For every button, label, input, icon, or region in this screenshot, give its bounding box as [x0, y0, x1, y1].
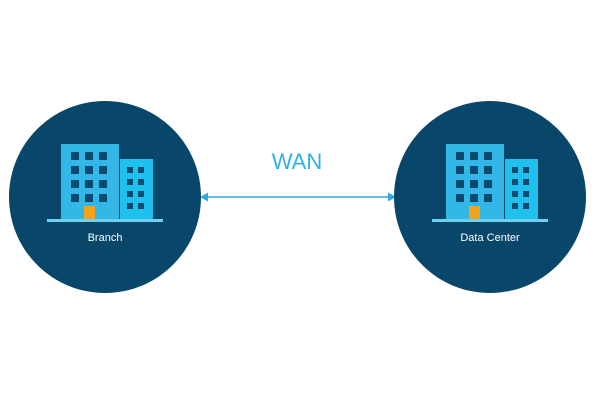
- window-shape: [523, 179, 529, 185]
- window-shape: [484, 194, 492, 202]
- window-shape: [138, 167, 144, 173]
- short-building-shape: [120, 159, 153, 220]
- ground-line: [47, 219, 163, 222]
- window-shape: [71, 166, 79, 174]
- window-shape: [470, 152, 478, 160]
- window-shape: [71, 180, 79, 188]
- window-shape: [512, 167, 518, 173]
- window-shape: [99, 166, 107, 174]
- window-shape: [99, 152, 107, 160]
- window-shape: [470, 180, 478, 188]
- window-shape: [484, 166, 492, 174]
- right-arrowhead-icon: [388, 192, 396, 202]
- window-shape: [523, 191, 529, 197]
- window-shape: [523, 167, 529, 173]
- window-shape: [138, 191, 144, 197]
- window-shape: [99, 194, 107, 202]
- window-shape: [85, 152, 93, 160]
- window-shape: [456, 152, 464, 160]
- window-shape: [127, 179, 133, 185]
- window-shape: [484, 180, 492, 188]
- window-shape: [138, 203, 144, 209]
- door-shape: [84, 206, 95, 220]
- window-shape: [71, 194, 79, 202]
- office-building-icon: [432, 144, 548, 222]
- data-center-site-node: Data Center: [394, 101, 586, 293]
- branch-label: Branch: [88, 232, 123, 244]
- wan-label: WAN: [272, 149, 323, 174]
- window-shape: [456, 166, 464, 174]
- window-shape: [484, 152, 492, 160]
- window-shape: [99, 180, 107, 188]
- branch-site-node: Branch: [9, 101, 201, 293]
- window-shape: [512, 191, 518, 197]
- window-shape: [138, 179, 144, 185]
- window-shape: [85, 166, 93, 174]
- wan-connector: [200, 192, 396, 202]
- short-building-shape: [505, 159, 538, 220]
- left-arrowhead-icon: [200, 192, 208, 202]
- window-shape: [470, 166, 478, 174]
- office-building-icon: [47, 144, 163, 222]
- window-shape: [470, 194, 478, 202]
- window-shape: [127, 203, 133, 209]
- window-shape: [127, 167, 133, 173]
- door-shape: [469, 206, 480, 220]
- window-shape: [512, 179, 518, 185]
- window-shape: [85, 194, 93, 202]
- window-shape: [523, 203, 529, 209]
- window-shape: [456, 180, 464, 188]
- data-center-label: Data Center: [460, 232, 520, 244]
- window-shape: [456, 194, 464, 202]
- window-shape: [127, 191, 133, 197]
- window-shape: [85, 180, 93, 188]
- window-shape: [71, 152, 79, 160]
- window-shape: [512, 203, 518, 209]
- ground-line: [432, 219, 548, 222]
